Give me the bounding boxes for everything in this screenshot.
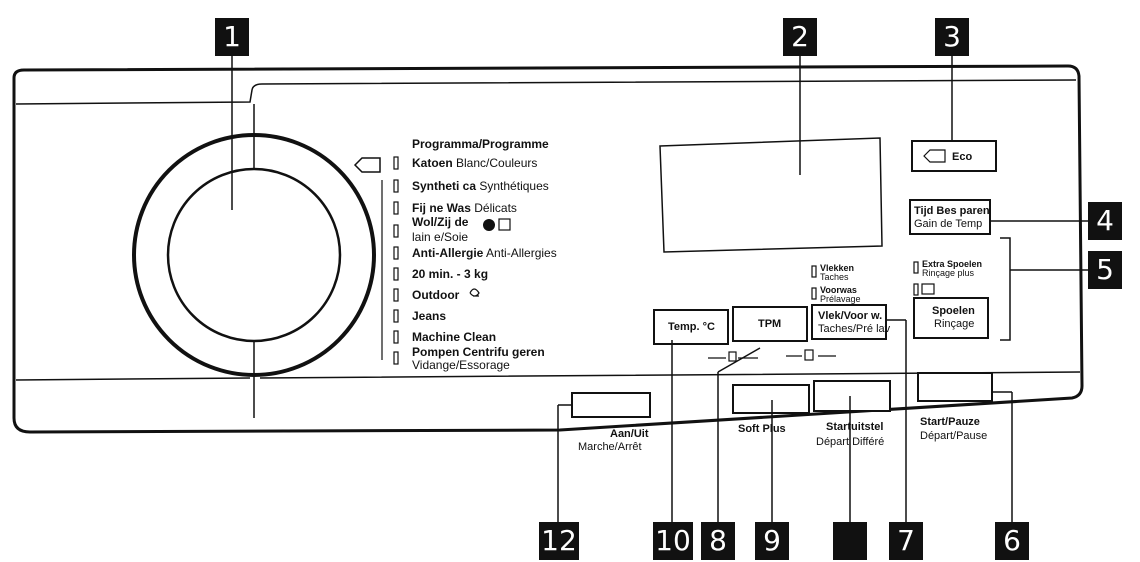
programme-jeans: Jeans [412,309,447,323]
on-off-label-fr: Marche/Arrêt [578,441,642,453]
programme-dial-inner[interactable] [166,167,342,343]
spin-speed-button[interactable] [732,306,808,342]
programme-anti-allergy-nl: Anti-Allergie [412,246,484,260]
programme-delicates-nl: Fij ne Was [412,201,471,215]
programme-header: Programma/Programme [412,137,549,151]
programme-drain-spin-fr: Vidange/Essorage [412,358,510,372]
time-save-button[interactable] [909,199,991,235]
eco-tag-icon [923,149,946,163]
start-pause-label-fr: Départ/Pause [920,430,988,442]
callout-3: 3 [935,18,969,56]
stains-label-fr: Taches [820,272,849,282]
stain-prewash-label-fr: Taches/Pré lav [818,323,891,335]
programme-delicates: Fij ne Was Délicats [412,202,517,215]
rinse-bracket [1000,237,1088,341]
prewash-indicator [811,287,817,300]
child-lock-icon [728,351,737,362]
door-lock-icon [804,349,814,361]
programme-wool-fr: lain e/Soie [412,230,469,244]
programme-anti-allergy: Anti-Allergie Anti-Allergies [412,247,557,260]
delay-start-button[interactable] [813,380,891,412]
rinse-label-nl: Spoelen [932,305,975,317]
callout-10: 10 [653,522,693,560]
rinse-indicator [913,283,919,296]
start-pause-label-nl: Start/Pauze [920,416,980,428]
callout-9: 9 [755,522,789,560]
programme-20min: 20 min. - 3 kg [412,267,489,281]
delay-start-label-fr: Départ Différé [816,436,885,448]
bottom-leaders [557,340,1013,522]
stains-indicator [811,265,817,278]
prewash-label-nl: Voorwas [820,285,857,295]
callout-2: 2 [783,18,817,56]
programme-outdoor: Outdoor [412,288,460,302]
stain-prewash-button[interactable] [811,304,887,340]
spin-speed-label: TPM [758,318,782,330]
programme-machine-clean: Machine Clean [412,330,497,344]
rinse-button[interactable] [913,297,989,339]
prewash-label-fr: Prélavage [820,294,861,304]
stain-prewash-label-nl: Vlek/Voor w. [818,310,883,322]
temperature-label: Temp. °C [668,321,715,333]
outdoor-icon [469,288,480,297]
start-pause-button[interactable] [917,372,993,402]
callout-12: 12 [539,522,579,560]
programme-dial-outer [132,133,376,377]
programme-drain-spin-nl: Pompen Centrifu geren [412,345,545,359]
programme-indicators [393,156,399,365]
extra-rinse-indicator [913,261,919,274]
soft-plus-button[interactable] [732,384,810,414]
temperature-button[interactable] [653,309,729,345]
extra-rinse-label-nl: Extra Spoelen [922,259,983,269]
extra-rinse-label-fr: Rinçage plus [922,268,975,278]
eco-button[interactable] [911,140,997,172]
rinse-icon [921,283,935,295]
hand-wash-icon [498,218,511,231]
callout-5: 5 [1088,251,1122,289]
soft-plus-label: Soft Plus [738,423,786,435]
on-off-button[interactable] [571,392,651,418]
delay-start-label-nl: Startuitstel [826,421,884,433]
stains-label-nl: Vlekken [820,263,855,273]
callout-4: 4 [1088,202,1122,240]
programme-synthetics: Syntheti ca Synthétiques [412,180,549,193]
programme-synthetics-fr: Synthétiques [479,179,549,193]
wool-icon [483,219,495,231]
dial-pointer-icon [353,157,381,173]
programme-anti-allergy-fr: Anti-Allergies [486,246,557,260]
panel-top-ridge [15,79,1077,105]
panel-outline [12,64,1084,434]
callout-blank [833,522,867,560]
display-screen [659,137,883,253]
on-off-label-nl: Aan/Uit [610,428,649,440]
programme-synthetics-nl: Syntheti ca [412,179,477,193]
callout-8: 8 [701,522,735,560]
time-save-label-nl: Tijd Bes paren [914,205,990,217]
programme-cotton: Katoen Blanc/Couleurs [412,157,537,170]
programme-cotton-nl: Katoen [412,156,453,170]
callout-7: 7 [889,522,923,560]
programme-cotton-fr: Blanc/Couleurs [456,156,538,170]
callout-6: 6 [995,522,1029,560]
callout-1: 1 [215,18,249,56]
programme-wool-nl: Wol/Zij de [412,215,469,229]
programme-delicates-fr: Délicats [474,201,517,215]
eco-label: Eco [952,151,973,163]
time-save-label-fr: Gain de Temp [914,218,983,230]
rinse-label-fr: Rinçage [934,318,975,330]
